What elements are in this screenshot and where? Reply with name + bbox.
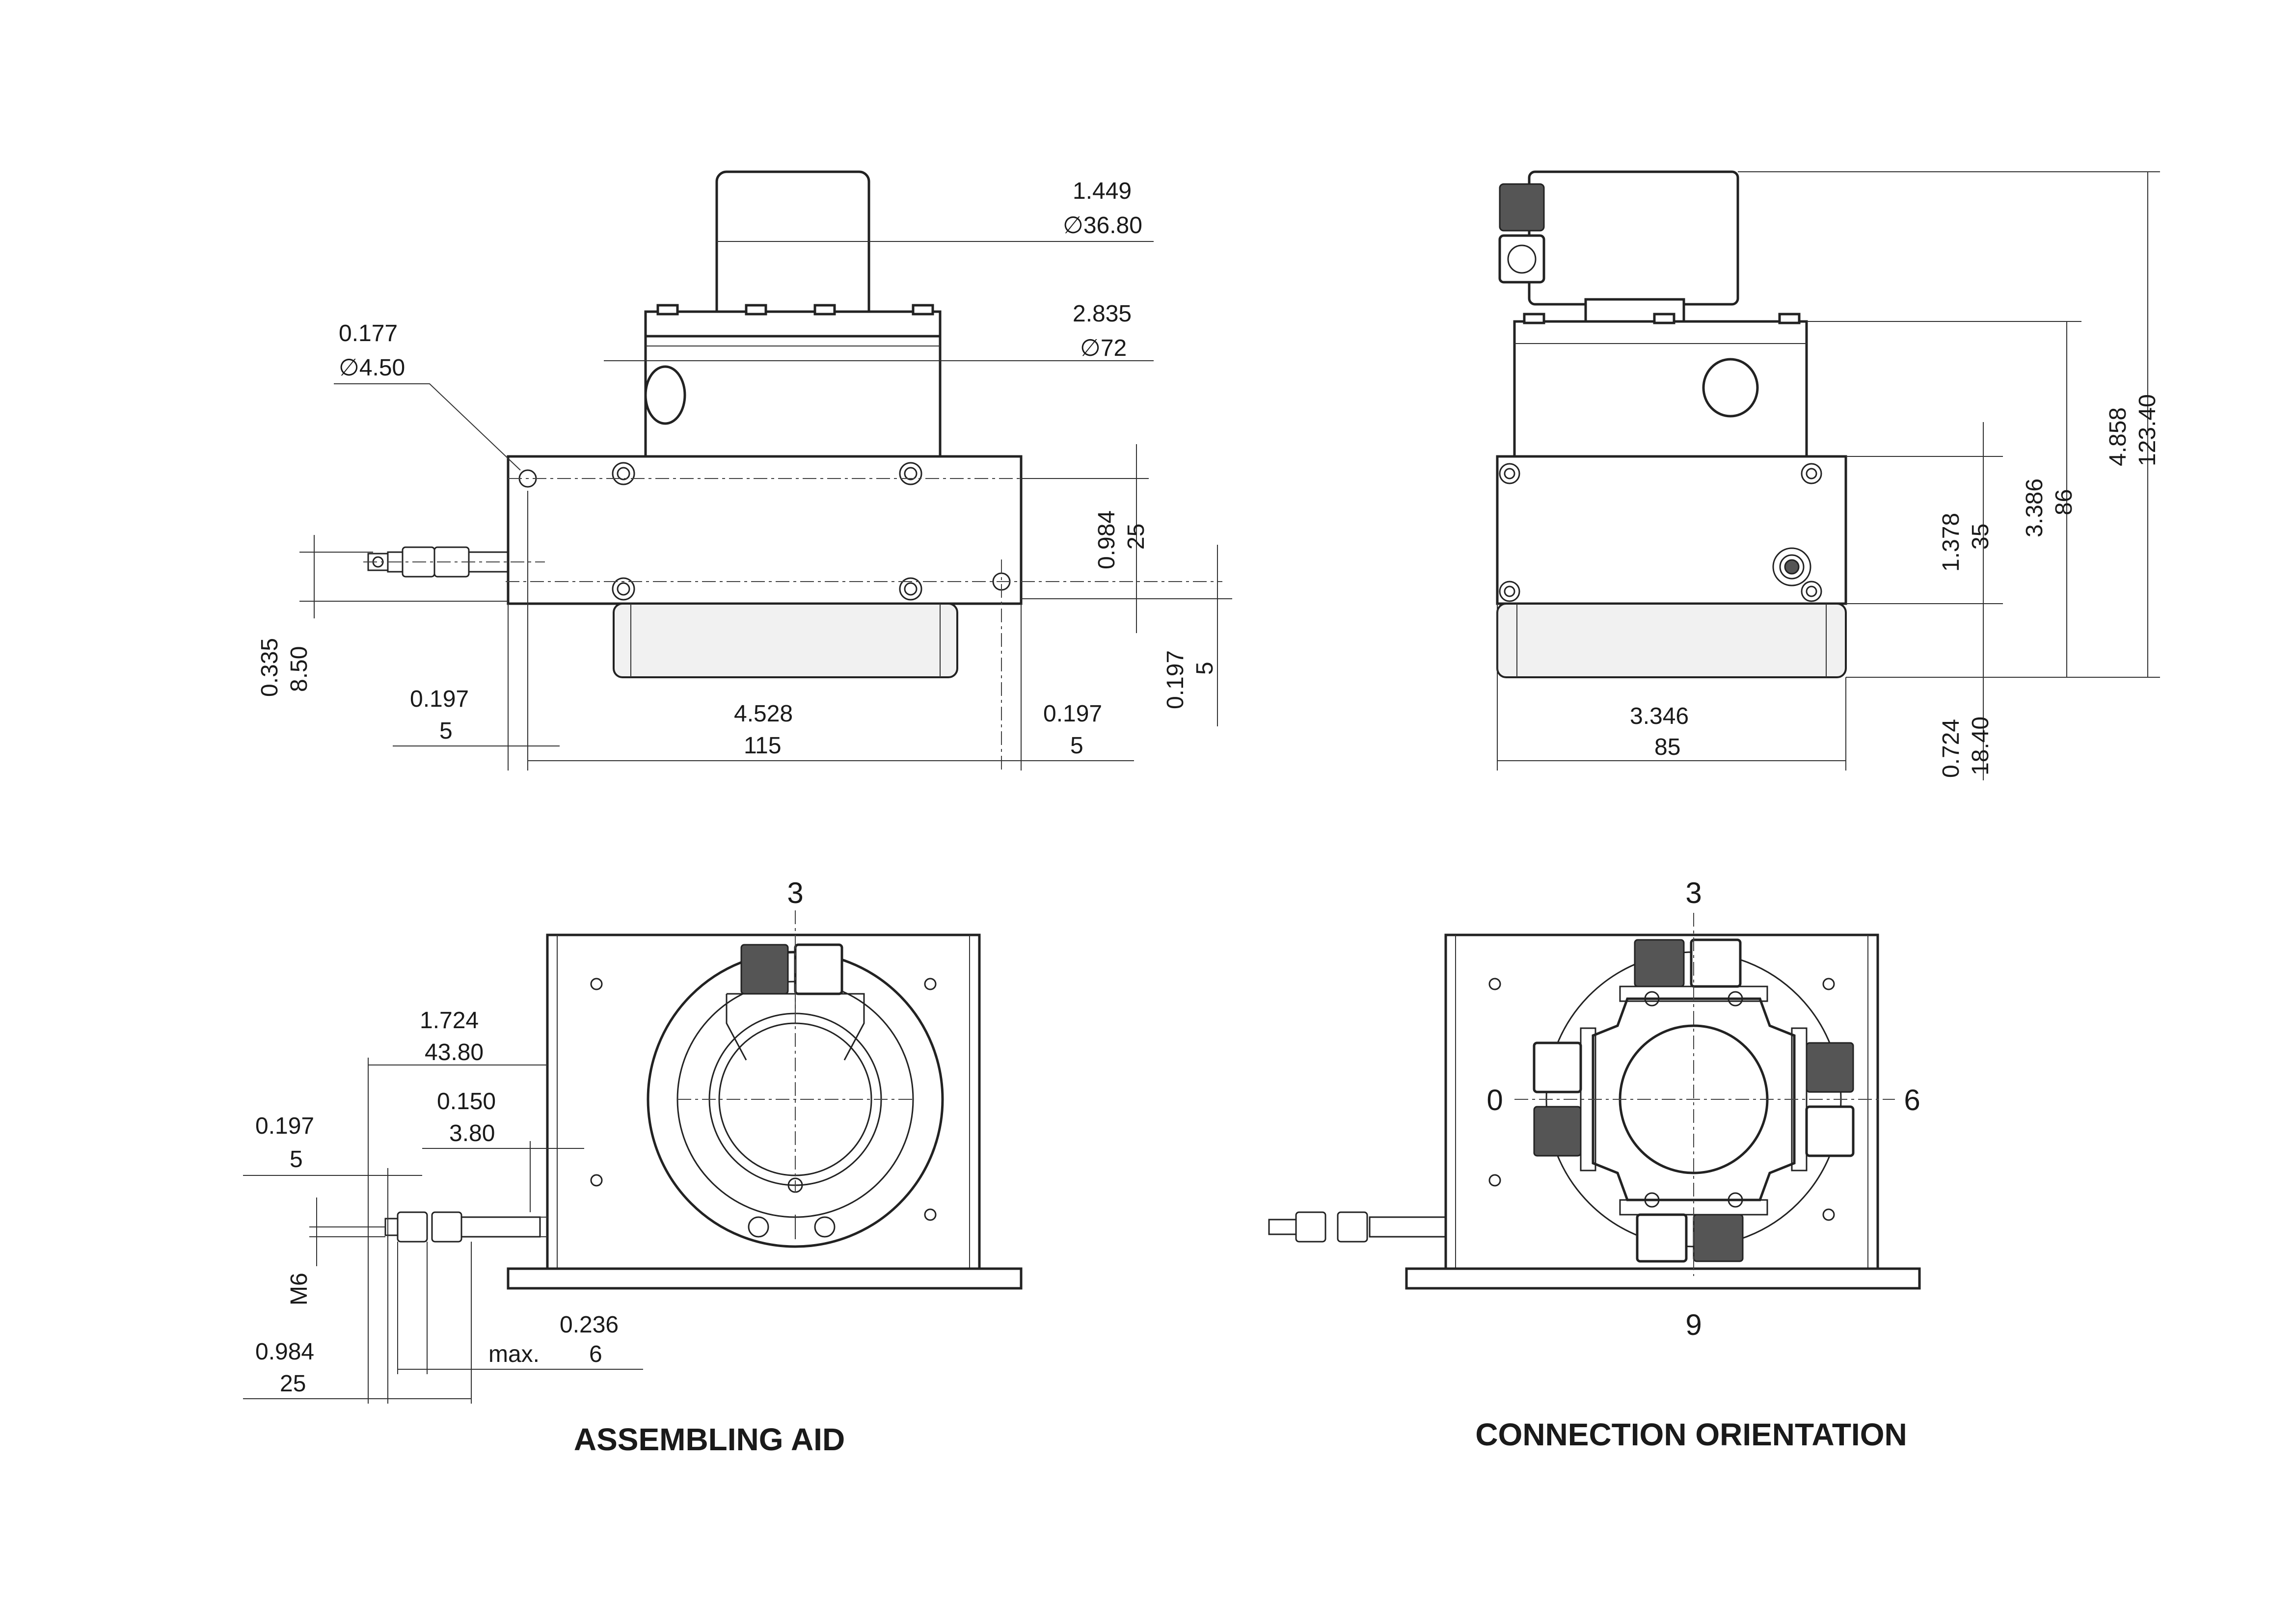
dim-max-prefix: max. bbox=[488, 1341, 540, 1367]
dim-right-margin-inch: 0.197 bbox=[1043, 701, 1102, 727]
dim-left-margin: 0.197 5 bbox=[410, 686, 469, 744]
end-view: 3.346 85 1.378 35 3.386 86 4.858 123.40 … bbox=[1496, 170, 2161, 780]
dim-right-margin: 0.197 5 bbox=[1043, 701, 1102, 759]
dim-end-plate-mm: 35 bbox=[1968, 524, 1994, 550]
dim-nut-width-inch: 0.197 bbox=[255, 1113, 314, 1139]
dim-nut-width-mm: 5 bbox=[290, 1146, 303, 1172]
dim-end-body-mm: 86 bbox=[2051, 489, 2077, 515]
dim-max-length: max. 0.236 6 bbox=[488, 1312, 619, 1367]
dim-fitting-offset: 1.724 43.80 bbox=[420, 1008, 484, 1065]
dim-end-plate-height: 1.378 35 bbox=[1938, 513, 1994, 572]
dim-fitting-offset-mm: 43.80 bbox=[425, 1039, 484, 1065]
dim-tube-offset-mm: 3.80 bbox=[449, 1120, 495, 1146]
dim-plate-height-inch: 0.984 bbox=[1094, 510, 1120, 569]
dim-fitting-length: 0.984 25 bbox=[255, 1339, 314, 1397]
dim-fitting-length-inch: 0.984 bbox=[255, 1339, 314, 1365]
dim-end-total-inch: 4.858 bbox=[2105, 407, 2131, 466]
dim-end-width-mm: 85 bbox=[1654, 734, 1680, 760]
dim-tube-offset-inch: 0.150 bbox=[437, 1089, 496, 1115]
orientation-label-bottom: 9 bbox=[1685, 1308, 1702, 1341]
dim-left-margin-inch: 0.197 bbox=[410, 686, 469, 712]
dim-left-margin-mm: 5 bbox=[439, 718, 453, 744]
dim-fitting-length-mm: 25 bbox=[280, 1371, 306, 1397]
connection-orientation-view: 3 0 6 9 CONNECTION ORIENTATION bbox=[1268, 877, 1921, 1452]
dim-thread-label: M6 bbox=[286, 1273, 312, 1305]
orientation-label-right: 6 bbox=[1904, 1084, 1920, 1117]
dim-max-mm: 6 bbox=[589, 1341, 602, 1367]
dim-hole: 0.177 ∅4.50 bbox=[339, 320, 405, 381]
orientation-label-top: 3 bbox=[1685, 877, 1702, 909]
dim-fitting-offset-inch: 1.724 bbox=[420, 1008, 479, 1034]
dim-fitting-height-mm: 8.50 bbox=[286, 646, 312, 692]
dim-hole-mm: ∅4.50 bbox=[339, 355, 405, 381]
dim-hole-offset: 0.197 5 bbox=[1162, 650, 1218, 709]
dim-nut-width: 0.197 5 bbox=[255, 1113, 314, 1172]
dim-end-body-height: 3.386 86 bbox=[2022, 479, 2077, 537]
dim-end-plate-inch: 1.378 bbox=[1938, 513, 1964, 572]
connection-orientation-title: CONNECTION ORIENTATION bbox=[1475, 1417, 1907, 1452]
dim-end-bottom-height: 0.724 18.40 bbox=[1938, 717, 1994, 778]
dim-hole-offset-mm: 5 bbox=[1192, 662, 1218, 675]
assembling-aid-view: 3 1.724 43.80 0.150 3.80 0.197 5 M6 0.98… bbox=[243, 877, 1023, 1457]
dim-plate-height-mm: 25 bbox=[1123, 524, 1149, 550]
dim-end-total-mm: 123.40 bbox=[2134, 394, 2161, 466]
dim-thread: M6 bbox=[286, 1273, 312, 1305]
dim-end-width-inch: 3.346 bbox=[1630, 703, 1689, 729]
dim-base-length: 4.528 115 bbox=[734, 701, 793, 759]
dim-motor-diameter: 1.449 ∅36.80 bbox=[1063, 178, 1142, 239]
dim-flange-inch: 2.835 bbox=[1073, 301, 1132, 327]
dim-flange-mm: ∅72 bbox=[1080, 335, 1127, 361]
dim-hole-inch: 0.177 bbox=[339, 320, 398, 346]
dim-hole-offset-inch: 0.197 bbox=[1162, 650, 1189, 709]
dim-max-inch: 0.236 bbox=[560, 1312, 619, 1338]
dim-end-bottom-mm: 18.40 bbox=[1968, 717, 1994, 775]
dim-end-body-inch: 3.386 bbox=[2022, 479, 2048, 537]
dim-end-width: 3.346 85 bbox=[1630, 703, 1689, 760]
dim-base-length-mm: 115 bbox=[744, 733, 782, 759]
dim-end-bottom-inch: 0.724 bbox=[1938, 719, 1964, 778]
side-view: 0.177 ∅4.50 1.449 ∅36.80 2.835 ∅72 0.197… bbox=[257, 170, 1232, 771]
orientation-label-left: 0 bbox=[1486, 1084, 1503, 1117]
dim-end-total-height: 4.858 123.40 bbox=[2105, 394, 2161, 466]
dim-flange-diameter: 2.835 ∅72 bbox=[1073, 301, 1132, 361]
assembling-position-label: 3 bbox=[787, 877, 803, 909]
dim-right-margin-mm: 5 bbox=[1070, 733, 1083, 759]
assembling-aid-title: ASSEMBLING AID bbox=[574, 1422, 845, 1457]
dim-motor-mm: ∅36.80 bbox=[1063, 213, 1142, 239]
dim-motor-inch: 1.449 bbox=[1073, 178, 1132, 204]
dim-tube-offset: 0.150 3.80 bbox=[437, 1089, 496, 1146]
dim-fitting-height-inch: 0.335 bbox=[257, 638, 283, 697]
dim-plate-height: 0.984 25 bbox=[1094, 510, 1149, 569]
dim-fitting-height: 0.335 8.50 bbox=[257, 638, 312, 697]
dim-base-length-inch: 4.528 bbox=[734, 701, 793, 727]
